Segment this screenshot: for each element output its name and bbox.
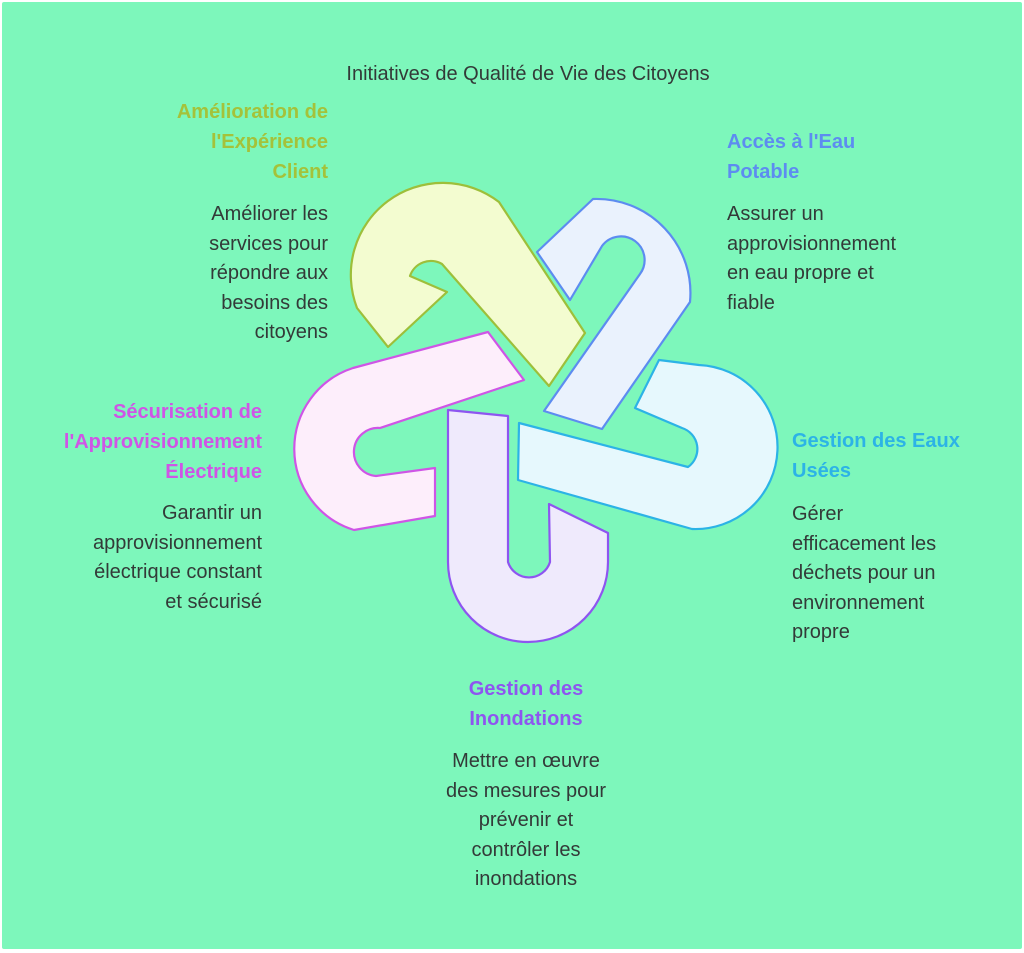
diagram-title: Initiatives de Qualité de Vie des Citoye…: [346, 63, 710, 85]
heading-customer-experience: Amélioration de l'Expérience Client: [176, 101, 328, 183]
desc-customer-experience: Améliorer les services pour répondre aux…: [209, 203, 328, 343]
link-drinking-water: [535, 197, 692, 431]
heading-drinking-water: Accès à l'Eau Potable: [727, 131, 856, 183]
heading-wastewater: Gestion des Eaux Usées: [792, 430, 960, 482]
link-electrical-supply: [293, 330, 526, 532]
link-wastewater: [516, 358, 779, 531]
desc-electrical-supply: Garantir un approvisionnement électrique…: [93, 502, 262, 613]
desc-wastewater: Gérer efficacement les déchets pour un e…: [792, 503, 937, 643]
heading-flood-management: Gestion des Inondations: [468, 678, 584, 730]
link-customer-experience: [349, 181, 587, 388]
desc-drinking-water: Assurer un approvisionnement en eau prop…: [727, 203, 896, 314]
desc-flood-management: Mettre en œuvre des mesures pour préveni…: [445, 750, 607, 890]
heading-electrical-supply: Sécurisation de l'Approvisionnement Élec…: [63, 401, 262, 483]
link-flood-management: [446, 408, 610, 644]
